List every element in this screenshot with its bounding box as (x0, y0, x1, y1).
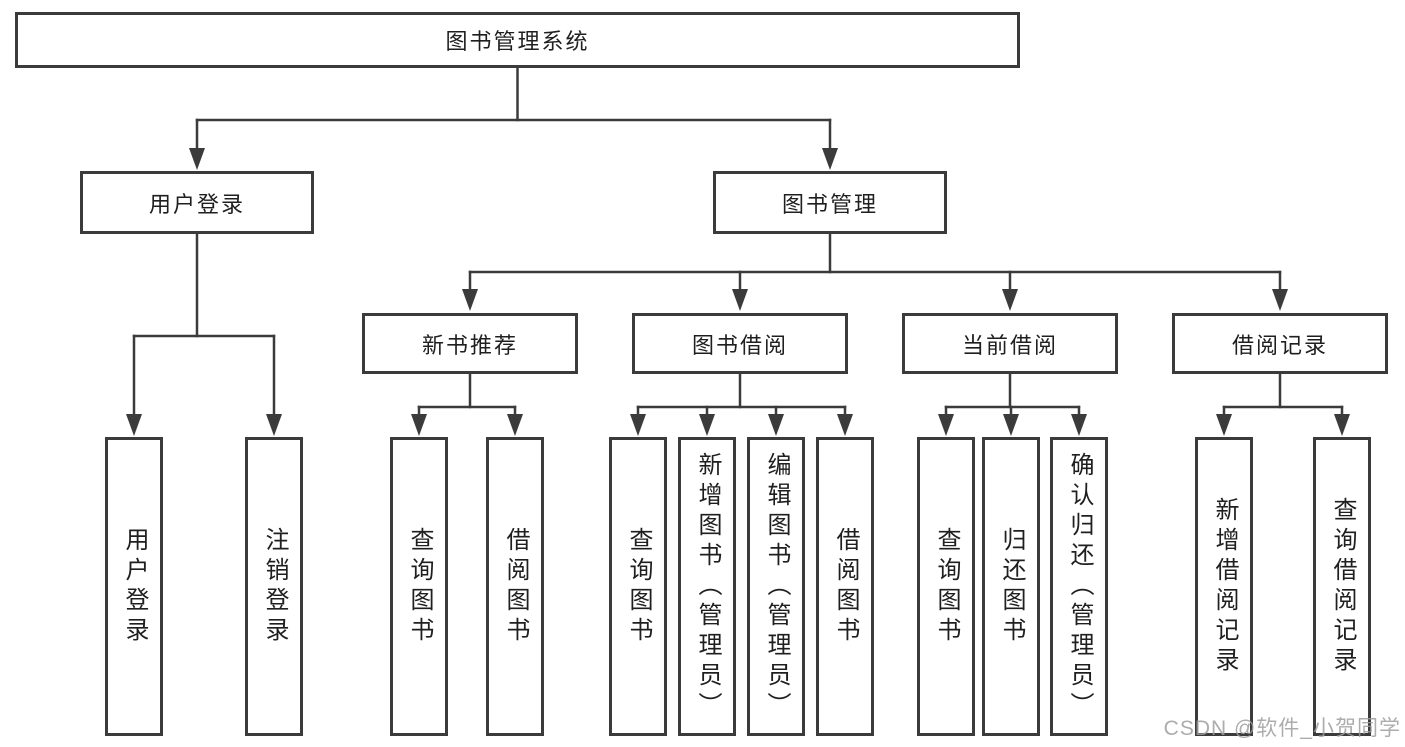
node-label: 查询图书 (406, 526, 433, 647)
node-label: 图书管理系统 (445, 29, 590, 54)
node-label: 新增图书（管理员） (694, 451, 721, 722)
node-label: 用户登录 (148, 191, 245, 217)
arrowhead (189, 148, 205, 170)
arrowhead (126, 414, 142, 436)
arrowhead (1003, 414, 1019, 436)
node-label: 用户登录 (121, 526, 148, 647)
leaf-borrow-books: 借阅图书 (816, 437, 874, 736)
leaf-query-books-recommend: 查询图书 (390, 437, 448, 736)
leaf-query-books-borrowing: 查询图书 (609, 437, 667, 736)
node-label: 查询图书 (933, 526, 960, 647)
arrowhead (462, 289, 478, 311)
node-label: 借阅记录 (1231, 332, 1328, 358)
arrowhead (1334, 414, 1350, 436)
node-label: 借阅图书 (832, 526, 859, 647)
arrowhead (1071, 414, 1087, 436)
node-label: 注销登录 (261, 526, 288, 647)
arrowhead (1216, 414, 1232, 436)
arrowhead (822, 148, 838, 170)
leaf-query-books-current: 查询图书 (917, 437, 975, 736)
node-label: 查询图书 (625, 526, 652, 647)
node-label: 归还图书 (998, 526, 1025, 647)
leaf-borrow-books-recommend: 借阅图书 (486, 437, 544, 736)
node-new-book-recommendation: 新书推荐 (362, 313, 578, 374)
arrowhead (1002, 289, 1018, 311)
arrowhead (732, 289, 748, 311)
node-borrowing-records: 借阅记录 (1172, 313, 1388, 374)
arrowhead (837, 414, 853, 436)
arrowhead (507, 414, 523, 436)
node-label: 查询借阅记录 (1329, 496, 1356, 677)
leaf-logout: 注销登录 (245, 437, 303, 736)
leaf-add-borrowing-record: 新增借阅记录 (1195, 437, 1253, 736)
node-user-login: 用户登录 (80, 171, 314, 234)
leaf-add-books-admin: 新增图书（管理员） (678, 437, 736, 736)
node-book-management: 图书管理 (713, 171, 947, 234)
arrowhead (938, 414, 954, 436)
node-label: 新书推荐 (421, 332, 518, 358)
node-label: 借阅图书 (502, 526, 529, 647)
node-library-management-system: 图书管理系统 (15, 12, 1020, 68)
arrowhead (266, 414, 282, 436)
leaf-user-login: 用户登录 (105, 437, 163, 736)
node-label: 新增借阅记录 (1211, 496, 1238, 677)
leaf-return-books: 归还图书 (982, 437, 1040, 736)
csdn-watermark: CSDN @软件_小贺同学 (1163, 717, 1401, 740)
node-label: 确认归还（管理员） (1066, 451, 1093, 722)
arrowhead (699, 414, 715, 436)
arrowhead (630, 414, 646, 436)
node-label: 编辑图书（管理员） (763, 451, 790, 722)
node-current-borrowing: 当前借阅 (902, 313, 1118, 374)
node-label: 图书借阅 (691, 332, 788, 358)
leaf-confirm-return-admin: 确认归还（管理员） (1050, 437, 1108, 736)
node-label: 当前借阅 (961, 332, 1058, 358)
leaf-query-borrowing-record: 查询借阅记录 (1313, 437, 1371, 736)
node-book-borrowing: 图书借阅 (632, 313, 848, 374)
arrowhead (411, 414, 427, 436)
leaf-edit-books-admin: 编辑图书（管理员） (747, 437, 805, 736)
arrowhead (1272, 289, 1288, 311)
arrowhead (768, 414, 784, 436)
node-label: 图书管理 (781, 191, 878, 217)
